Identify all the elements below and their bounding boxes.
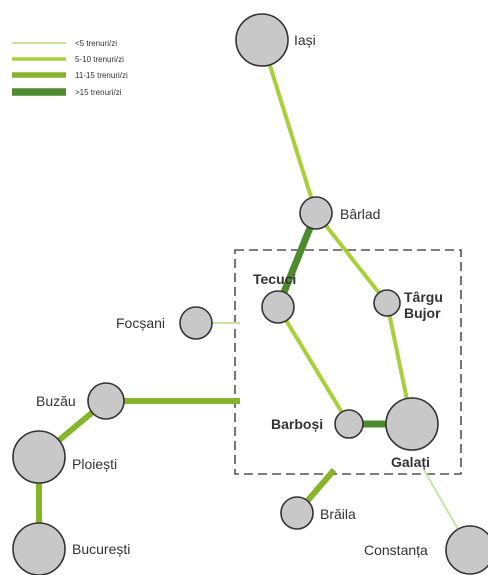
city-label-bucuresti: București bbox=[72, 541, 130, 557]
city-node-targu-bujor bbox=[373, 289, 401, 317]
legend-label-lt5: <5 trenuri/zi bbox=[75, 39, 117, 48]
city-label-barlad: Bârlad bbox=[340, 206, 380, 222]
city-node-barlad bbox=[299, 196, 333, 230]
city-node-barbosi bbox=[334, 409, 364, 439]
city-node-bucuresti bbox=[12, 522, 66, 575]
city-label-braila: Brăila bbox=[320, 506, 356, 522]
city-node-tecuci bbox=[261, 290, 295, 324]
legend-label-gt15: >15 trenuri/zi bbox=[75, 88, 122, 97]
city-label-constanta: Constanța bbox=[364, 542, 428, 558]
city-label-targu: Târgu bbox=[404, 289, 443, 305]
route-barlad-tecuci bbox=[274, 211, 320, 309]
route-barlad-targu-bujor bbox=[314, 211, 389, 305]
city-label-ploiesti: Ploiești bbox=[72, 456, 117, 472]
city-node-galati bbox=[385, 397, 439, 451]
city-labels: Iași Bârlad Tecuci Târgu Bujor Focșani B… bbox=[36, 32, 443, 558]
city-node-focsani bbox=[179, 306, 213, 340]
city-label-iasi: Iași bbox=[294, 32, 316, 48]
city-node-ploiesti bbox=[12, 430, 66, 484]
legend-label-5-10: 5-10 trenuri/zi bbox=[75, 55, 124, 64]
legend: <5 trenuri/zi 5-10 trenuri/zi 11-15 tren… bbox=[12, 39, 128, 97]
city-label-focsani: Focșani bbox=[116, 315, 165, 331]
city-nodes bbox=[12, 13, 488, 575]
city-node-iasi bbox=[235, 13, 289, 67]
city-node-buzau bbox=[87, 382, 125, 420]
city-label-buzau: Buzău bbox=[36, 393, 76, 409]
route-iasi-barlad bbox=[260, 39, 318, 214]
galati-area-box bbox=[234, 249, 462, 475]
city-label-galati: Galați bbox=[391, 454, 430, 470]
legend-label-11-15: 11-15 trenuri/zi bbox=[75, 71, 128, 80]
route-tecuci-barbosi bbox=[276, 305, 351, 426]
city-label-tecuci: Tecuci bbox=[253, 271, 296, 287]
city-node-constanta bbox=[445, 525, 488, 575]
city-label-bujor: Bujor bbox=[404, 305, 441, 321]
city-node-braila bbox=[280, 496, 314, 530]
city-label-barbosi: Barboși bbox=[271, 416, 323, 432]
